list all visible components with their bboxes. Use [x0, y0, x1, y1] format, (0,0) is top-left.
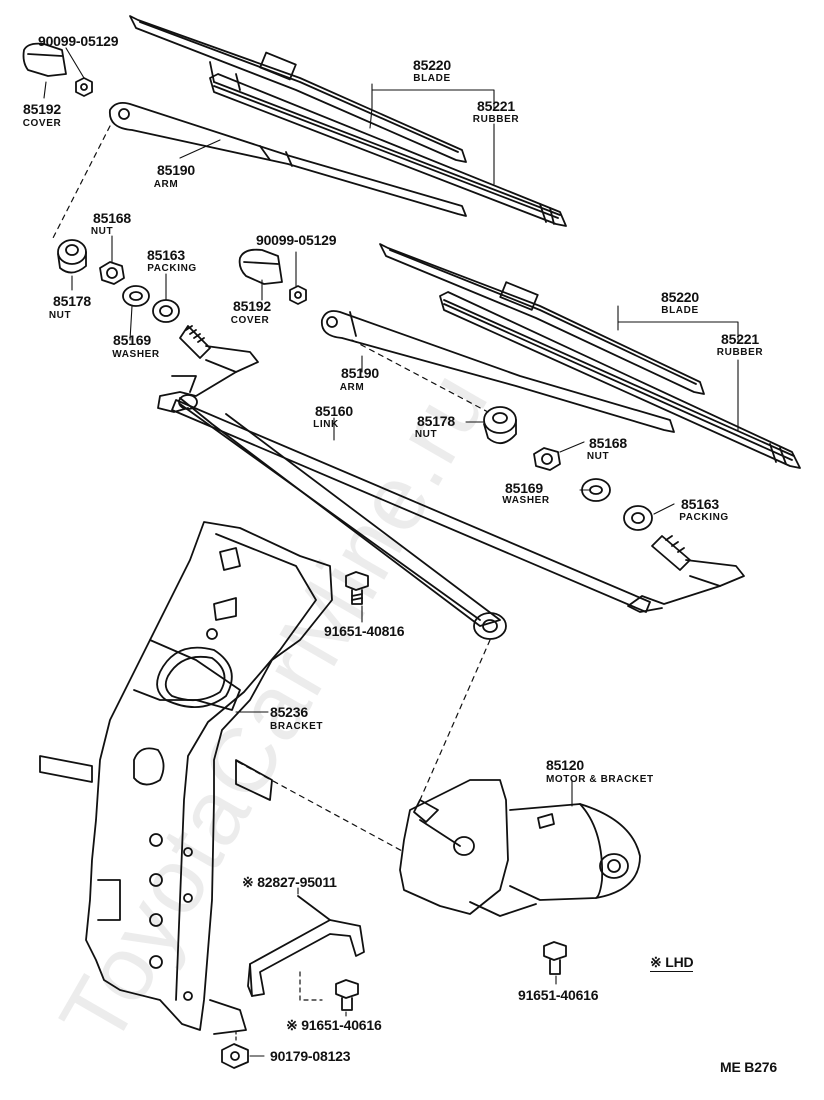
- right-rubber-drawing: [439, 291, 801, 469]
- part-desc-right-rubber: RUBBER: [716, 347, 764, 358]
- top-clip-drawing: [75, 77, 93, 97]
- part-desc-top-blade: BLADE: [413, 73, 451, 84]
- part-desc-motor: MOTOR & BRACKET: [546, 774, 654, 785]
- part-number-bolt-b: ※ 91651-40616: [286, 1017, 382, 1033]
- part-desc-left-nut-a: NUT: [90, 226, 114, 237]
- right-arm-drawing: [320, 310, 675, 433]
- part-desc-right-washer: WASHER: [502, 495, 550, 506]
- right-packing-drawing: [623, 505, 653, 531]
- right-nut-a-drawing: [533, 447, 561, 471]
- bolt-c-drawing: [543, 941, 567, 975]
- nut-c-drawing: [221, 1029, 249, 1069]
- part-number-right-arm: 85190: [341, 365, 379, 381]
- part-number-clamp: ※ 82827-95011: [242, 874, 337, 890]
- part-number-right-nut-b: 85178: [417, 413, 455, 429]
- part-number-right-packing: 85163: [681, 496, 719, 512]
- right-nut-b-drawing: [483, 406, 517, 444]
- part-number-mid-cover: 85192: [233, 298, 271, 314]
- part-number-right-rubber: 85221: [721, 331, 759, 347]
- part-desc-right-arm: ARM: [339, 382, 365, 393]
- leader-lines: [43, 47, 739, 1057]
- bracket-drawing: [39, 521, 333, 1035]
- part-number-top-arm: 85190: [157, 162, 195, 178]
- left-nut-b-drawing: [57, 239, 87, 274]
- part-desc-left-packing: PACKING: [147, 263, 197, 274]
- motor-drawing: [399, 779, 641, 917]
- part-desc-top-cover: COVER: [22, 118, 62, 129]
- right-blade-drawing: [379, 243, 705, 395]
- lhd-legend: ※ LHD: [650, 954, 694, 972]
- part-desc-top-rubber: RUBBER: [472, 114, 520, 125]
- bolt-b-drawing: [335, 979, 359, 1011]
- left-nut-a-drawing: [99, 261, 125, 285]
- left-pivot-drawing: [157, 325, 259, 413]
- part-desc-right-blade: BLADE: [661, 305, 699, 316]
- left-packing-drawing: [152, 299, 180, 323]
- part-number-bracket: 85236: [270, 704, 308, 720]
- part-desc-bracket: BRACKET: [270, 721, 324, 732]
- bracket-to-motor-dash: [237, 761, 405, 853]
- link-drawing: [171, 394, 651, 640]
- part-number-nut-c: 90179-08123: [270, 1048, 351, 1064]
- clamp-drawing: [247, 895, 365, 997]
- top-blade-drawing: [129, 15, 467, 163]
- diagram-code: ME B276: [720, 1059, 777, 1075]
- part-number-mid-clip: 90099-05129: [256, 232, 337, 248]
- top-cover-drawing: [22, 42, 67, 77]
- part-number-bolt-a: 91651-40816: [324, 623, 405, 639]
- part-number-right-washer: 85169: [505, 480, 543, 496]
- part-desc-right-nut-b: NUT: [414, 429, 438, 440]
- part-number-link: 85160: [315, 403, 353, 419]
- part-number-bolt-c: 91651-40616: [518, 987, 599, 1003]
- bolt-a-drawing: [345, 571, 369, 605]
- part-desc-mid-cover: COVER: [230, 315, 270, 326]
- part-desc-link: LINK: [313, 419, 339, 430]
- part-number-right-blade: 85220: [661, 289, 699, 305]
- top-arm-drawing: [109, 101, 467, 217]
- part-desc-right-nut-a: NUT: [586, 451, 610, 462]
- mid-cover-drawing: [238, 248, 283, 285]
- part-number-motor: 85120: [546, 757, 584, 773]
- part-number-left-washer: 85169: [113, 332, 151, 348]
- left-washer-drawing: [122, 285, 150, 307]
- top-rubber-drawing: [209, 73, 567, 227]
- part-number-left-nut-a: 85168: [93, 210, 131, 226]
- part-number-top-clip: 90099-05129: [38, 33, 119, 49]
- part-desc-left-nut-b: NUT: [48, 310, 72, 321]
- part-desc-right-packing: PACKING: [679, 512, 729, 523]
- part-desc-top-arm: ARM: [153, 179, 179, 190]
- clamp-dash: [299, 971, 323, 1001]
- mid-clip-drawing: [289, 285, 307, 305]
- part-number-right-nut-a: 85168: [589, 435, 627, 451]
- part-number-top-cover: 85192: [23, 101, 61, 117]
- part-number-left-nut-b: 85178: [53, 293, 91, 309]
- part-desc-left-washer: WASHER: [112, 349, 160, 360]
- part-number-top-rubber: 85221: [477, 98, 515, 114]
- link-to-motor-dash: [419, 639, 491, 801]
- top-arm-dash: [51, 125, 111, 241]
- part-number-left-packing: 85163: [147, 247, 185, 263]
- part-number-top-blade: 85220: [413, 57, 451, 73]
